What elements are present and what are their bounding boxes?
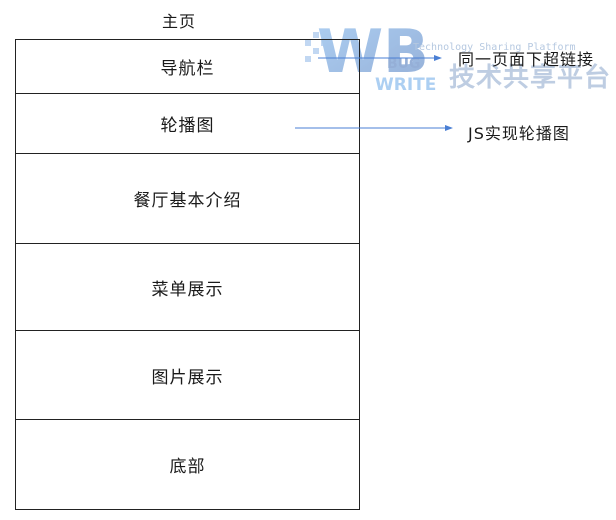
watermark-brand-bug: BUG	[387, 56, 421, 72]
section-carousel-label: 轮播图	[160, 116, 215, 136]
annotation-js-carousel: JS实现轮播图	[468, 124, 570, 143]
section-restaurant-intro: 餐厅基本介绍	[15, 153, 360, 244]
section-menu-label: 菜单展示	[151, 279, 224, 300]
section-intro-label: 餐厅基本介绍	[133, 191, 242, 211]
section-menu: 菜单展示	[15, 243, 360, 331]
watermark-brand-write: WRITE	[375, 75, 436, 94]
annotation-same-page-anchor: 同一页面下超链接	[458, 50, 595, 69]
section-navbar: 导航栏	[15, 39, 360, 94]
page-title: 主页	[162, 12, 197, 31]
section-navbar-label: 导航栏	[160, 59, 215, 79]
section-gallery: 图片展示	[15, 330, 360, 420]
section-gallery-label: 图片展示	[151, 367, 224, 388]
section-footer-label: 底部	[169, 457, 206, 477]
section-carousel: 轮播图	[15, 93, 360, 154]
section-footer: 底部	[15, 419, 360, 510]
